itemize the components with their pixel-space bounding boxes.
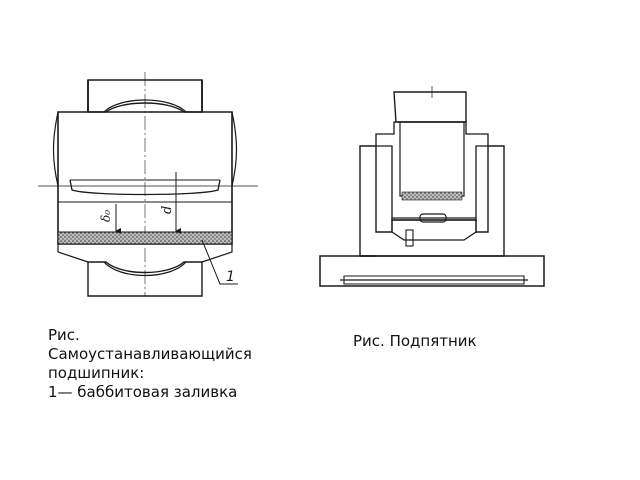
cover-cap (375, 121, 489, 221)
thrust-disc (391, 217, 477, 241)
shaft (393, 91, 467, 123)
label-delta: δ₀ (99, 210, 113, 222)
label-d: d (160, 206, 175, 214)
caption-self-aligning-bearing: Рис. Самоустанавливающийся подшипник: 1—… (48, 326, 288, 402)
caption-line: подшипник: (48, 364, 145, 382)
thrust-bearing-figure (319, 86, 545, 287)
caption-line: 1— баббитовая заливка (48, 383, 238, 401)
caption-line: Самоустанавливающийся (48, 345, 252, 363)
locating-pin (405, 229, 414, 247)
base-plate (319, 255, 545, 287)
self-aligning-bearing-figure (38, 72, 258, 297)
liner-bottom-sphere (103, 261, 187, 277)
label-part-1: 1 (226, 269, 235, 285)
caption-line: Рис. (48, 326, 80, 344)
pin (419, 213, 447, 223)
lower-housing (87, 261, 203, 297)
caption-text: Рис. Подпятник (353, 332, 477, 350)
caption-thrust-bearing: Рис. Подпятник (353, 332, 553, 351)
babbitt-layer (57, 231, 233, 245)
